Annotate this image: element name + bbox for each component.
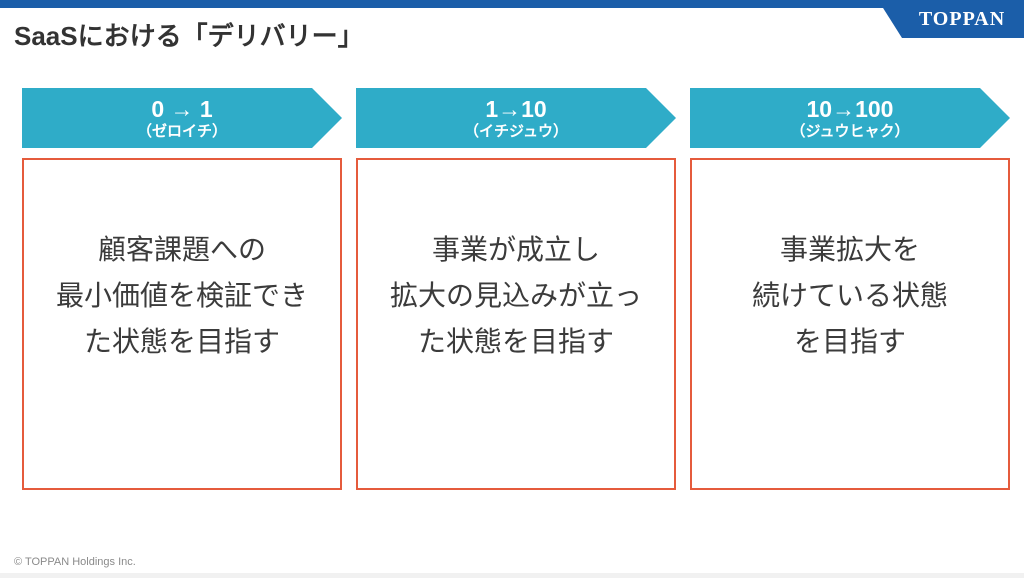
top-accent-bar [0, 0, 1024, 8]
stage-column-zero-to-one: 0 → 1 （ゼロイチ） 顧客課題への 最小価値を検証でき た状態を目指す [22, 88, 342, 490]
stage-column-ten-to-hundred: 10→100 （ジュウヒャク） 事業拡大を 続けている状態 を目指す [690, 88, 1010, 490]
stage-label: 1→10 [485, 96, 547, 123]
stage-column-one-to-ten: 1→10 （イチジュウ） 事業が成立し 拡大の見込みが立っ た状態を目指す [356, 88, 676, 490]
stage-arrow: 10→100 （ジュウヒャク） [690, 88, 1010, 148]
description-line: た状態を目指す [417, 326, 614, 357]
description-line: 続けている状態 [751, 280, 948, 311]
description-line: 事業が成立し [431, 234, 600, 265]
description-line: 最小価値を検証でき [55, 280, 308, 311]
slide-title: SaaSにおける「デリバリー」 [14, 21, 364, 51]
stage-arrow: 1→10 （イチジュウ） [356, 88, 676, 148]
stage-label: 10→100 [806, 96, 894, 123]
toppan-logo: TOPPAN [878, 0, 1024, 38]
stage-description-box: 事業が成立し 拡大の見込みが立っ た状態を目指す [356, 158, 676, 490]
toppan-logo-text: TOPPAN [918, 7, 1006, 30]
stage-description-box: 事業拡大を 続けている状態 を目指す [690, 158, 1010, 490]
stage-columns: 0 → 1 （ゼロイチ） 顧客課題への 最小価値を検証でき た状態を目指す 1→… [22, 88, 1010, 490]
description-line: 拡大の見込みが立っ [389, 280, 642, 311]
stage-reading: （ジュウヒャク） [790, 122, 910, 140]
stage-description-box: 顧客課題への 最小価値を検証でき た状態を目指す [22, 158, 342, 490]
copyright-text: © TOPPAN Holdings Inc. [14, 556, 136, 568]
description-line: を目指す [793, 326, 906, 357]
description-line: 顧客課題への [97, 234, 266, 265]
stage-label: 0 → 1 [151, 96, 213, 123]
stage-reading: （ゼロイチ） [136, 122, 227, 140]
description-line: 事業拡大を [779, 234, 920, 265]
stage-arrow: 0 → 1 （ゼロイチ） [22, 88, 342, 148]
bottom-edge-strip [0, 573, 1024, 578]
stage-reading: （イチジュウ） [464, 122, 568, 140]
description-line: た状態を目指す [83, 326, 280, 357]
